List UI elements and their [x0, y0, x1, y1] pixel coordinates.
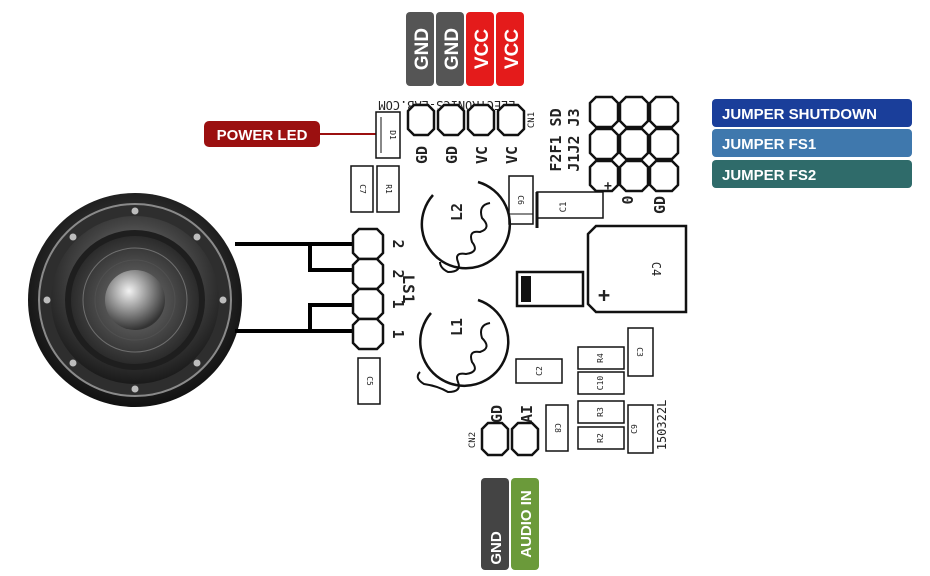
svg-text:R2: R2	[596, 433, 605, 443]
svg-text:C1: C1	[559, 202, 569, 213]
pin-label-audio-in: AUDIO IN	[511, 478, 539, 570]
top-header-labels: GND GND VCC VCC	[406, 12, 524, 86]
jumper-fs1-label: JUMPER FS1	[712, 129, 912, 157]
capacitor-c4	[586, 224, 688, 314]
capacitor-c3: C3	[627, 327, 654, 377]
svg-text:2: 2	[389, 239, 407, 248]
svg-text:POWER LED: POWER LED	[217, 127, 308, 144]
resistor-r1: R1	[376, 165, 400, 213]
svg-text:R3: R3	[596, 407, 605, 417]
svg-text:GD: GD	[413, 146, 431, 164]
svg-text:1: 1	[389, 299, 407, 308]
top-header-pads	[406, 103, 526, 137]
pin-label-vcc-1: VCC	[466, 12, 494, 86]
led-d1: D1	[375, 111, 401, 159]
svg-text:C8: C8	[553, 423, 562, 433]
svg-text:JUMPER FS2: JUMPER FS2	[722, 167, 816, 184]
svg-text:C9: C9	[630, 424, 639, 434]
jumper-silk-gd: GD	[651, 196, 669, 214]
resistor-r4: R4	[577, 346, 625, 370]
svg-text:GND: GND	[442, 28, 463, 70]
pin-label-gnd-bottom: GND	[481, 478, 509, 570]
svg-text:1: 1	[389, 329, 407, 338]
svg-text:R1: R1	[384, 184, 393, 194]
svg-text:R4: R4	[596, 353, 605, 363]
pin-label-gnd-2: GND	[436, 12, 464, 86]
bottom-header-labels: GND AUDIO IN	[481, 478, 539, 570]
inductor-l1: L1	[416, 298, 510, 394]
speaker-icon	[28, 193, 242, 407]
capacitor-c2: C2	[515, 358, 563, 384]
cn2-silk-gd: GD	[488, 405, 506, 423]
jumper-silk-row2: J1J2 J3	[565, 108, 583, 171]
svg-text:GND: GND	[412, 28, 433, 70]
c4-ref: C4	[649, 262, 663, 276]
svg-text:C10: C10	[596, 376, 605, 391]
power-led-label: POWER LED	[204, 121, 376, 147]
jumper-silk-row1: F2F1 SD	[547, 108, 565, 171]
speaker-header-pads	[351, 227, 385, 351]
svg-text:L2: L2	[448, 203, 466, 221]
svg-text:AUDIO IN: AUDIO IN	[518, 490, 535, 558]
jumper-pads	[588, 95, 680, 193]
cn1-ref: CN1	[527, 112, 537, 128]
svg-text:JUMPER FS1: JUMPER FS1	[722, 136, 816, 153]
speaker-header-silk: 2 2 1 1 LS1	[389, 239, 418, 338]
bottom-header-pads	[480, 421, 540, 457]
svg-text:VCC: VCC	[502, 29, 523, 69]
capacitor-c1: C1 +	[535, 179, 612, 228]
capacitor-c10: C10	[577, 371, 625, 395]
svg-text:C5: C5	[365, 376, 374, 386]
resistor-r3: R3	[577, 400, 625, 424]
svg-text:2: 2	[389, 269, 407, 278]
svg-text:L1: L1	[448, 318, 466, 336]
capacitor-c6: C6	[508, 175, 534, 225]
svg-text:D1: D1	[388, 130, 397, 140]
top-header-silk: GD GD VC VC	[413, 146, 521, 164]
cn2-ref: CN2	[468, 432, 478, 448]
pin-label-vcc-2: VCC	[496, 12, 524, 86]
capacitor-c8: C8	[545, 404, 569, 452]
pin-label-gnd-1: GND	[406, 12, 434, 86]
svg-text:C3: C3	[635, 347, 644, 357]
capacitor-c9: C9	[627, 404, 654, 454]
jumper-silk-zero: 0	[619, 195, 637, 204]
svg-text:+: +	[604, 179, 612, 194]
board-id: 150322L	[655, 400, 669, 451]
cn2-silk-ai: AI	[518, 405, 536, 423]
svg-text:JUMPER SHUTDOWN: JUMPER SHUTDOWN	[722, 106, 877, 123]
diode-block	[515, 270, 585, 308]
svg-text:C2: C2	[535, 366, 544, 376]
svg-text:GND: GND	[488, 531, 505, 565]
inductor-l2: L2	[420, 180, 512, 274]
jumper-fs2-label: JUMPER FS2	[712, 160, 912, 188]
c4-plus: +	[598, 283, 610, 307]
speaker-wires	[235, 242, 360, 333]
svg-text:GD: GD	[443, 146, 461, 164]
jumper-shutdown-label: JUMPER SHUTDOWN	[712, 99, 912, 127]
svg-text:VC: VC	[473, 146, 491, 164]
resistor-r2: R2	[577, 426, 625, 450]
svg-text:C6: C6	[516, 195, 525, 205]
capacitor-c5: C5	[357, 357, 381, 405]
svg-text:LS1: LS1	[399, 275, 418, 304]
capacitor-c7: C7	[350, 165, 374, 213]
svg-text:VCC: VCC	[472, 29, 493, 69]
svg-text:C7: C7	[358, 184, 367, 194]
svg-text:VC: VC	[503, 146, 521, 164]
